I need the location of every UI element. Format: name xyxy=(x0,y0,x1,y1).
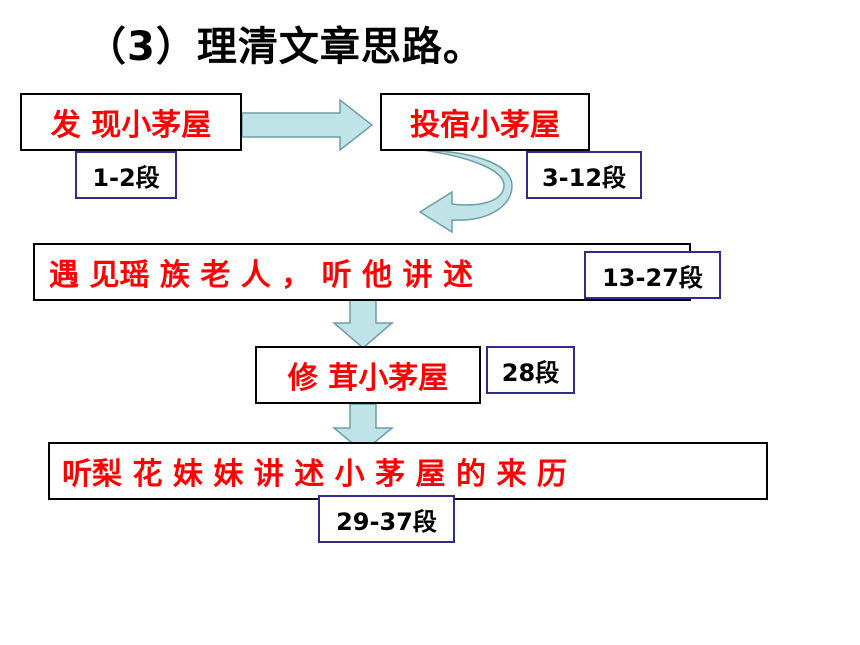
step-label: 修 茸小茅屋 xyxy=(287,361,449,396)
segment-badge: 1-2段 xyxy=(75,151,177,199)
segment-label: 3-12段 xyxy=(541,163,627,192)
step-label: 发 现小茅屋 xyxy=(50,108,212,143)
segment-badge: 29-37段 xyxy=(318,495,455,543)
segment-label: 29-37段 xyxy=(336,507,437,536)
step-label: 投宿小茅屋 xyxy=(410,108,560,143)
segment-label: 28段 xyxy=(501,358,560,387)
down-arrow-icon xyxy=(331,403,395,453)
step-repair-hut: 修 茸小茅屋 xyxy=(255,346,481,404)
curved-arrow-icon xyxy=(418,149,513,234)
step-stay-hut: 投宿小茅屋 xyxy=(380,93,590,151)
page-title: （3）理清文章思路。 xyxy=(86,24,484,70)
step-find-hut: 发 现小茅屋 xyxy=(20,93,242,151)
down-arrow-icon xyxy=(331,299,395,349)
step-meet-elder: 遇 见瑶 族 老 人 ， 听 他 讲 述 xyxy=(33,243,691,301)
right-arrow-icon xyxy=(241,98,374,152)
segment-badge: 3-12段 xyxy=(526,151,642,199)
segment-label: 1-2段 xyxy=(92,163,160,192)
step-listen-history: 听梨 花 妹 妹 讲 述 小 茅 屋 的 来 历 xyxy=(48,442,768,500)
segment-label: 13-27段 xyxy=(602,263,703,292)
segment-badge: 13-27段 xyxy=(584,251,721,299)
step-label: 遇 见瑶 族 老 人 ， 听 他 讲 述 xyxy=(49,258,473,293)
step-label: 听梨 花 妹 妹 讲 述 小 茅 屋 的 来 历 xyxy=(62,457,567,492)
segment-badge: 28段 xyxy=(486,346,575,394)
